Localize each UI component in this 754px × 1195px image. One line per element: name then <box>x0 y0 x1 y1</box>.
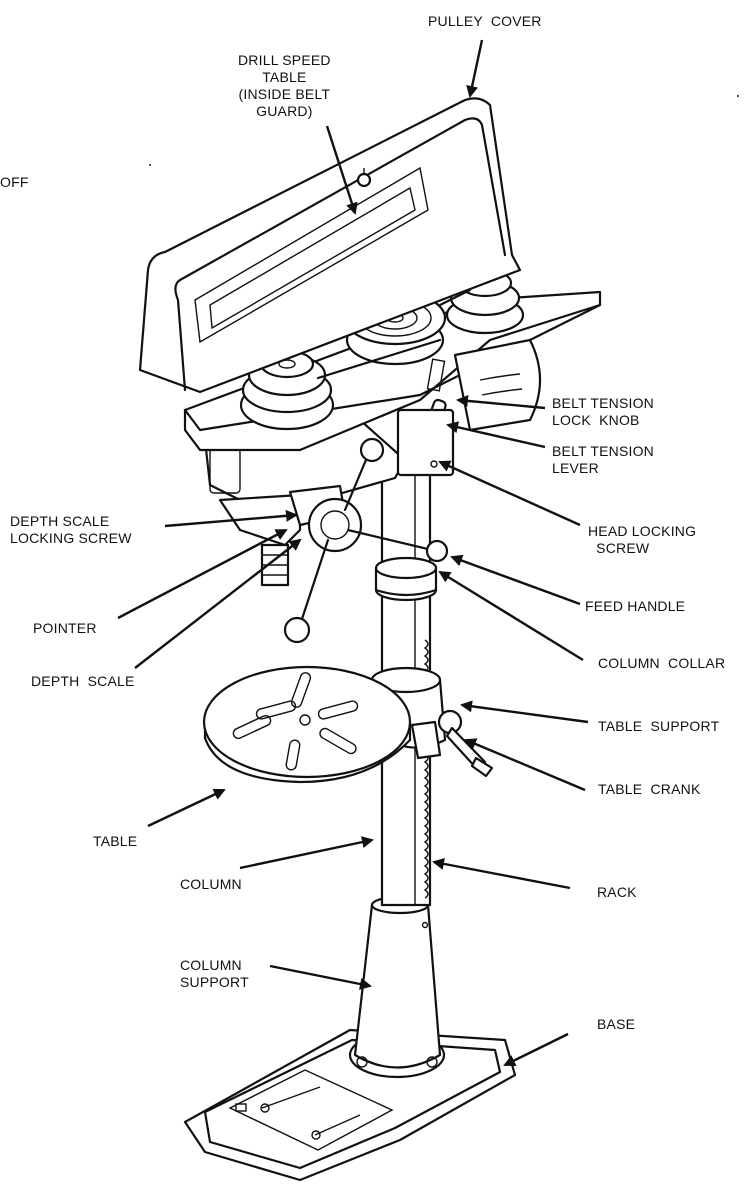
leader-arrows <box>117 39 589 1067</box>
arrow-rack <box>432 857 571 890</box>
label-belt-tension-lock-knob: BELT TENSION LOCK KNOB <box>552 395 654 428</box>
label-pulley-cover: PULLEY COVER <box>428 13 542 29</box>
arrow-table <box>147 788 226 828</box>
label-table: TABLE <box>93 833 138 849</box>
arrow-table-support <box>460 700 589 724</box>
arrow-depth-scale-locking-screw <box>164 509 298 528</box>
arrow-table-crank <box>464 738 586 792</box>
label-pointer: POINTER <box>33 620 97 636</box>
label-table-crank: TABLE CRANK <box>598 781 701 797</box>
label-depth-scale-locking-screw: DEPTH SCALE LOCKING SCREW <box>10 513 132 546</box>
arrow-feed-handle <box>450 554 581 606</box>
label-feed-handle: FEED HANDLE <box>585 598 686 614</box>
label-head-locking-screw: HEAD LOCKING SCREW <box>588 523 697 556</box>
arrow-base <box>503 1032 569 1067</box>
arrow-head-locking-screw <box>438 460 581 527</box>
label-belt-tension-lever: BELT TENSION LEVER <box>552 443 654 476</box>
pulley-cover-drawing <box>138 97 522 394</box>
label-rack: RACK <box>597 884 637 900</box>
arrow-pointer <box>117 528 288 620</box>
arrow-pulley-cover <box>466 39 484 98</box>
arrow-drill-speed-table <box>325 125 358 215</box>
label-column-collar: COLUMN COLLAR <box>598 655 726 671</box>
label-column: COLUMN <box>180 876 242 892</box>
arrow-column-support <box>269 964 372 990</box>
arrow-column-collar <box>438 570 584 662</box>
arrow-depth-scale <box>134 538 302 669</box>
label-table-support: TABLE SUPPORT <box>598 718 720 734</box>
arrow-column <box>239 836 374 870</box>
label-drill-speed-table: DRILL SPEED TABLE (INSIDE BELT GUARD) <box>238 52 331 119</box>
arrow-belt-tension-lever <box>446 421 546 449</box>
label-depth-scale: DEPTH SCALE <box>31 673 135 689</box>
column-support-drawing <box>348 895 446 1079</box>
label-base: BASE <box>597 1016 636 1032</box>
table-drawing <box>202 665 412 784</box>
label-column-support: COLUMN SUPPORT <box>180 957 249 990</box>
arrow-belt-tension-lock-knob <box>456 394 546 410</box>
label-off: OFF <box>0 174 29 190</box>
